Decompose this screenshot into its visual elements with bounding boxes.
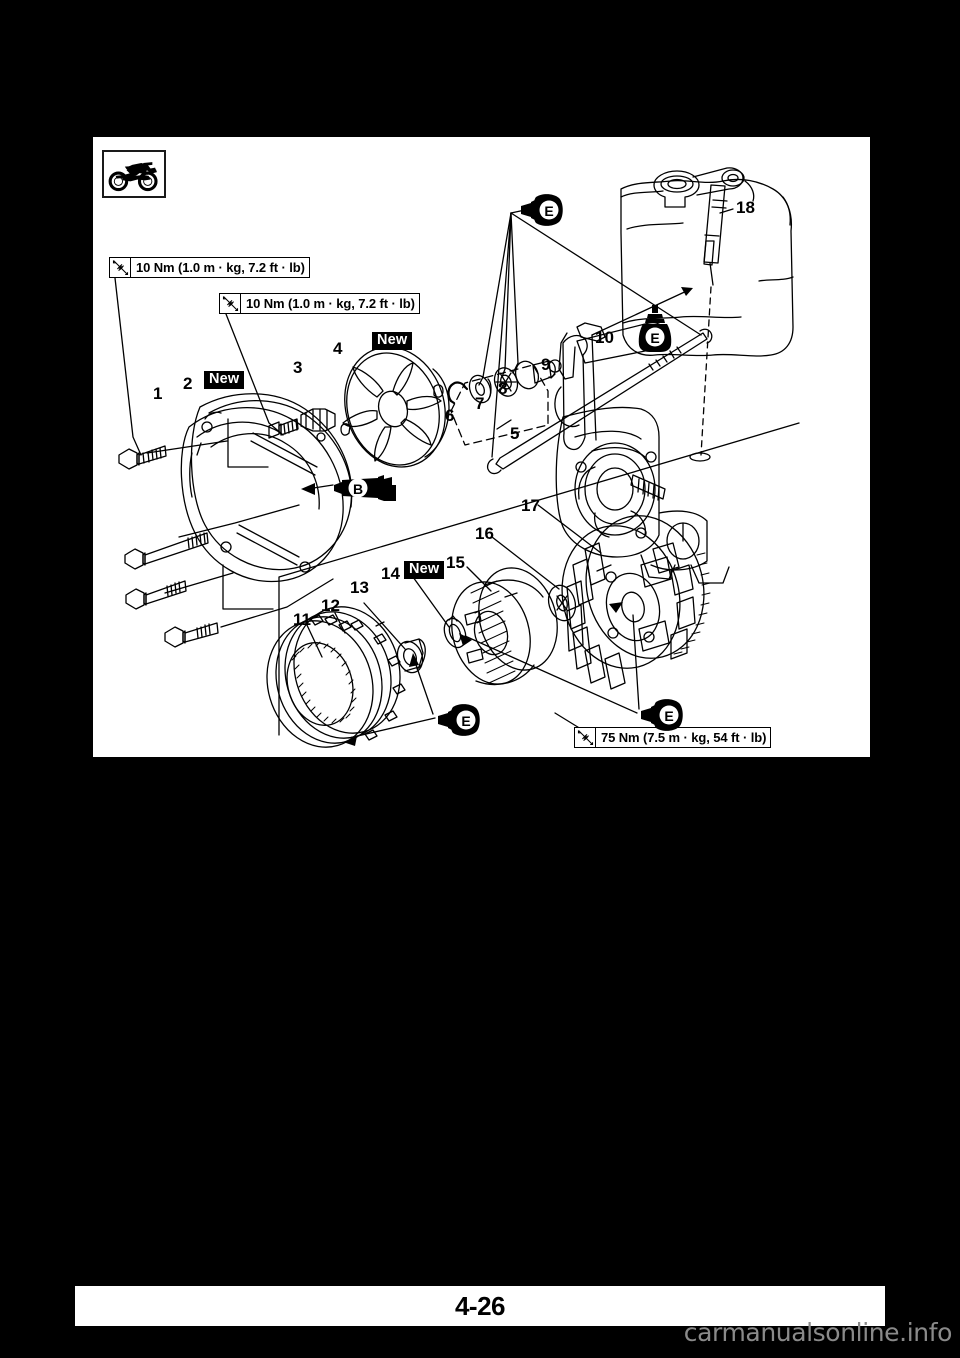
svg-text:E: E <box>650 330 659 346</box>
footer-bar: 4-26 <box>75 1286 885 1326</box>
engine-oil-marker-e: E <box>641 699 685 731</box>
new-part-tag: New <box>404 561 445 579</box>
page-number: 4-26 <box>454 1291 506 1321</box>
torque-wrench-icon <box>220 294 241 313</box>
part-callout-3: 3 <box>293 358 303 377</box>
svg-text:E: E <box>664 708 673 724</box>
part-callout-8: 8 <box>498 379 508 398</box>
part-callout-2: 2 <box>183 374 193 393</box>
engine-oil-marker-e: E <box>438 704 482 736</box>
torque-spec-text: 10 Nm (1.0 m · kg, 7.2 ft · lb) <box>246 295 415 311</box>
part-callout-14: 14 <box>381 564 400 583</box>
part-callout-13: 13 <box>350 578 369 597</box>
part-callout-9: 9 <box>541 355 551 374</box>
engine-oil-marker-e: E <box>521 194 565 226</box>
svg-text:B: B <box>353 481 363 497</box>
new-part-tag: New <box>372 332 413 350</box>
new-part-tag: New <box>204 371 245 389</box>
part-callout-12: 12 <box>321 596 340 615</box>
clutch-assembly-lineart <box>114 167 800 748</box>
site-watermark: carmanualsonline.info <box>683 1318 953 1347</box>
off-road-motorcycle-silhouette <box>108 162 158 192</box>
part-callout-17: 17 <box>521 496 540 515</box>
part-callout-11: 11 <box>293 610 311 629</box>
oil-can-icon: E <box>438 704 480 736</box>
svg-text:E: E <box>544 203 553 219</box>
part-callout-7: 7 <box>475 394 485 413</box>
torque-spec-text: 75 Nm (7.5 m · kg, 54 ft · lb) <box>601 729 767 745</box>
part-callout-5: 5 <box>510 424 520 443</box>
torque-wrench-icon <box>575 728 596 747</box>
part-callout-4: 4 <box>333 339 343 358</box>
torque-spec-box: 10 Nm (1.0 m · kg, 7.2 ft · lb) <box>219 293 420 314</box>
torque-wrench-icon <box>110 258 131 277</box>
oil-can-icon: E <box>521 194 563 226</box>
svg-text:E: E <box>461 713 470 729</box>
oil-can-icon: E <box>641 699 683 731</box>
torque-spec-box: 10 Nm (1.0 m · kg, 7.2 ft · lb) <box>109 257 310 278</box>
exploded-parts-diagram: 10 Nm (1.0 m · kg, 7.2 ft · lb) 10 Nm (1… <box>93 137 870 757</box>
sealant-tube-icon: B <box>334 475 396 501</box>
sealant-marker-b: B <box>334 473 396 505</box>
part-callout-18: 18 <box>736 198 755 217</box>
motorcycle-model-icon <box>102 150 166 198</box>
part-callout-6: 6 <box>445 406 455 425</box>
engine-oil-marker-e: E <box>638 305 672 353</box>
part-callout-16: 16 <box>475 524 494 543</box>
part-callout-10: 10 <box>595 328 614 347</box>
part-callout-1: 1 <box>153 384 163 403</box>
oil-can-icon: E <box>638 305 672 352</box>
torque-spec-text: 10 Nm (1.0 m · kg, 7.2 ft · lb) <box>136 259 305 275</box>
part-callout-15: 15 <box>446 553 465 572</box>
